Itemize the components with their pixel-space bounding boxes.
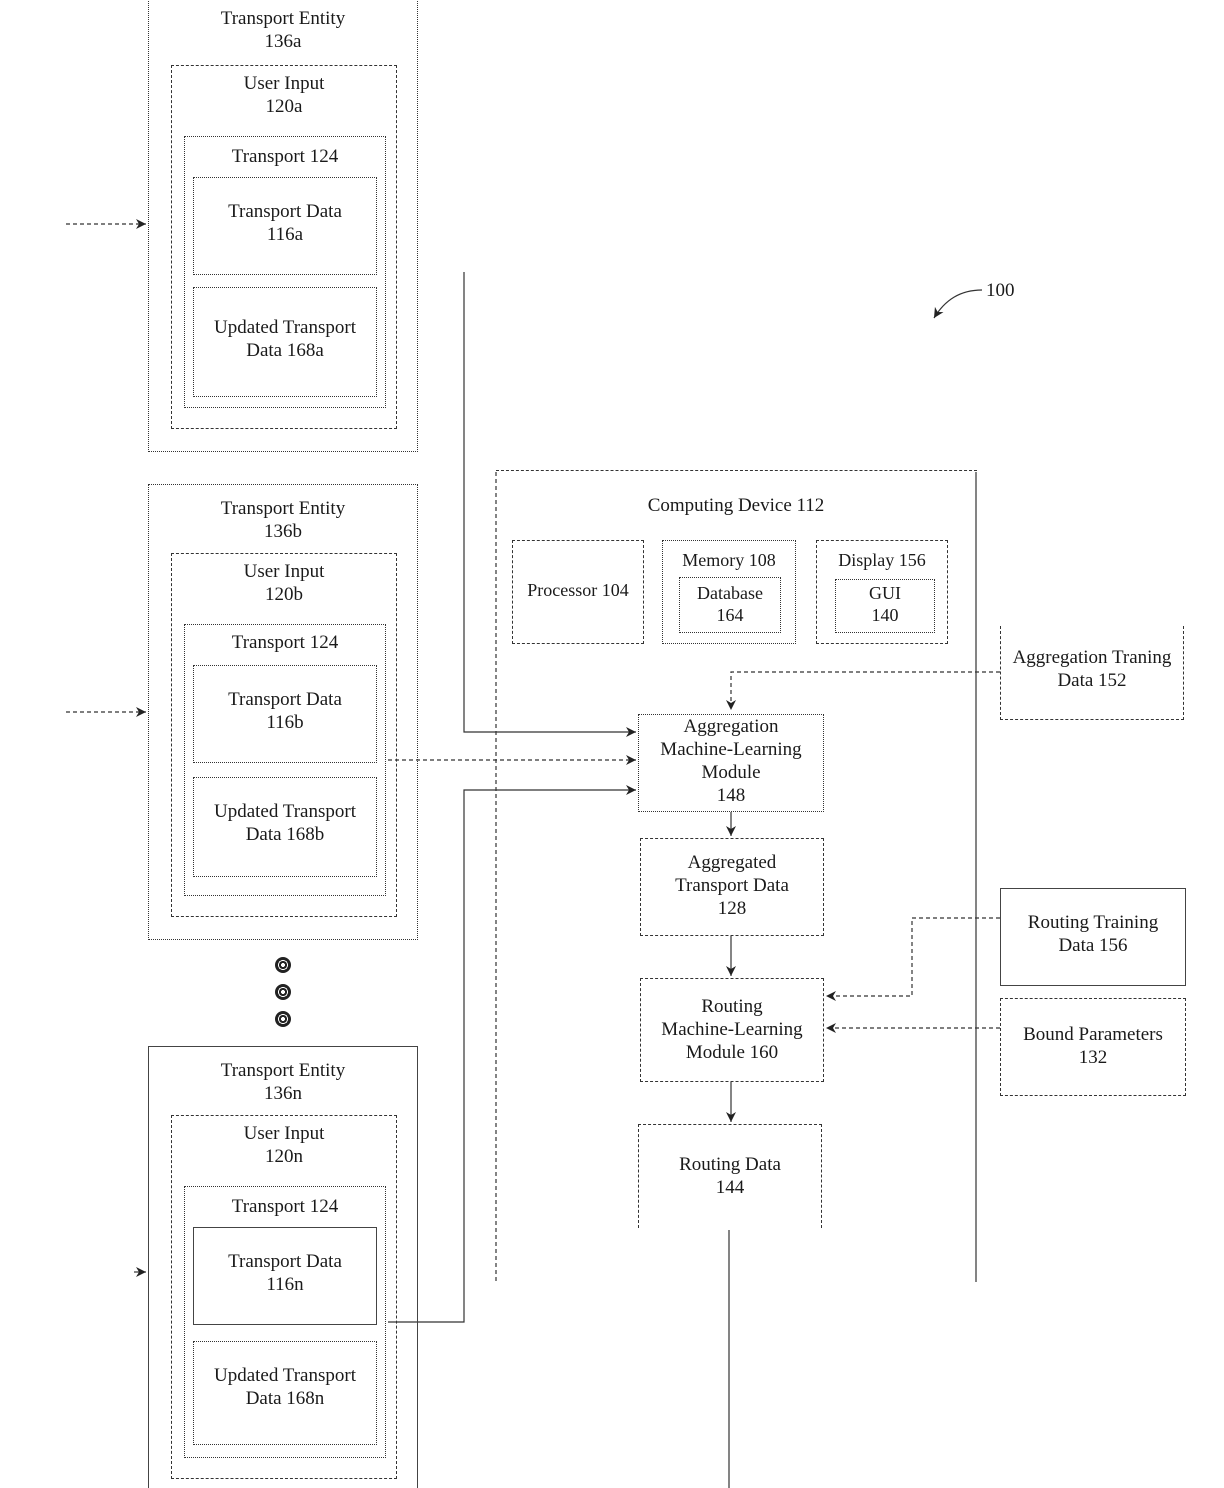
routing-ml-module: Routing Machine-Learning Module 160 (640, 978, 824, 1082)
transport-label: Transport 124 (185, 145, 385, 168)
transport-entity-a: Transport Entity 136a User Input 120a Tr… (148, 0, 418, 452)
transport-box: Transport 124 Transport Data 116n Update… (184, 1186, 386, 1458)
user-input-box: User Input 120a Transport 124 Transport … (171, 65, 397, 429)
processor-box: Processor 104 (512, 540, 644, 644)
ellipsis-dot (275, 957, 291, 973)
entity-title: Transport Entity 136b (149, 497, 417, 543)
transport-box: Transport 124 Transport Data 116b Update… (184, 624, 386, 896)
user-input-label: User Input 120n (172, 1122, 396, 1168)
memory-box: Memory 108 Database 164 (662, 540, 796, 644)
updated-transport-data-label: Updated Transport Data 168a (194, 316, 376, 362)
transport-entity-n: Transport Entity 136n User Input 120n Tr… (148, 1046, 418, 1488)
figure-ref-label: 100 (986, 280, 1015, 302)
ellipsis-dot (275, 984, 291, 1000)
gui-box: GUI 140 (835, 579, 935, 633)
connector-156 (826, 918, 1000, 996)
routing-training-data: Routing Training Data 156 (1000, 888, 1186, 986)
transport-entity-b: Transport Entity 136b User Input 120b Tr… (148, 484, 418, 940)
gui-label: GUI 140 (836, 582, 934, 626)
routing-data-label: Routing Data 144 (639, 1153, 821, 1199)
memory-label: Memory 108 (663, 549, 795, 572)
aggregation-training-data-label: Aggregation Traning Data 152 (1001, 646, 1183, 692)
routing-ml-module-label: Routing Machine-Learning Module 160 (641, 995, 823, 1064)
bound-parameters: Bound Parameters 132 (1000, 998, 1186, 1096)
transport-data-label: Transport Data 116b (194, 688, 376, 734)
user-input-label: User Input 120b (172, 560, 396, 606)
aggregated-transport-data-label: Aggregated Transport Data 128 (641, 851, 823, 920)
updated-transport-data-box: Updated Transport Data 168b (193, 777, 377, 877)
user-input-label: User Input 120a (172, 72, 396, 118)
connector-152 (731, 672, 1000, 710)
database-box: Database 164 (679, 577, 781, 633)
processor-label: Processor 104 (513, 579, 643, 602)
transport-data-label: Transport Data 116a (194, 200, 376, 246)
database-label: Database 164 (680, 582, 780, 626)
display-label: Display 156 (817, 549, 947, 572)
user-input-box: User Input 120b Transport 124 Transport … (171, 553, 397, 917)
computing-device-title: Computing Device 112 (496, 494, 976, 517)
ref-leader (934, 290, 982, 318)
updated-transport-data-box: Updated Transport Data 168n (193, 1341, 377, 1445)
connector-116n (388, 790, 636, 1322)
ellipsis-dot (275, 1011, 291, 1027)
transport-label: Transport 124 (185, 1195, 385, 1218)
transport-data-box: Transport Data 116n (193, 1227, 377, 1325)
updated-transport-data-label: Updated Transport Data 168n (194, 1364, 376, 1410)
aggregated-transport-data: Aggregated Transport Data 128 (640, 838, 824, 936)
routing-training-data-label: Routing Training Data 156 (1001, 911, 1185, 957)
transport-data-box: Transport Data 116a (193, 177, 377, 275)
transport-data-box: Transport Data 116b (193, 665, 377, 763)
transport-data-label: Transport Data 116n (194, 1250, 376, 1296)
aggregation-ml-module: Aggregation Machine-Learning Module 148 (638, 714, 824, 812)
transport-box: Transport 124 Transport Data 116a Update… (184, 136, 386, 408)
aggregation-training-data: Aggregation Traning Data 152 (1000, 626, 1184, 720)
routing-data: Routing Data 144 (638, 1124, 822, 1228)
aggregation-ml-module-label: Aggregation Machine-Learning Module 148 (639, 715, 823, 807)
bound-parameters-label: Bound Parameters 132 (1001, 1023, 1185, 1069)
user-input-box: User Input 120n Transport 124 Transport … (171, 1115, 397, 1479)
transport-label: Transport 124 (185, 631, 385, 654)
computing-device-top-edge (496, 470, 977, 471)
updated-transport-data-label: Updated Transport Data 168b (194, 800, 376, 846)
entity-title: Transport Entity 136a (149, 7, 417, 53)
display-box: Display 156 GUI 140 (816, 540, 948, 644)
entity-title: Transport Entity 136n (149, 1059, 417, 1105)
updated-transport-data-box: Updated Transport Data 168a (193, 287, 377, 397)
